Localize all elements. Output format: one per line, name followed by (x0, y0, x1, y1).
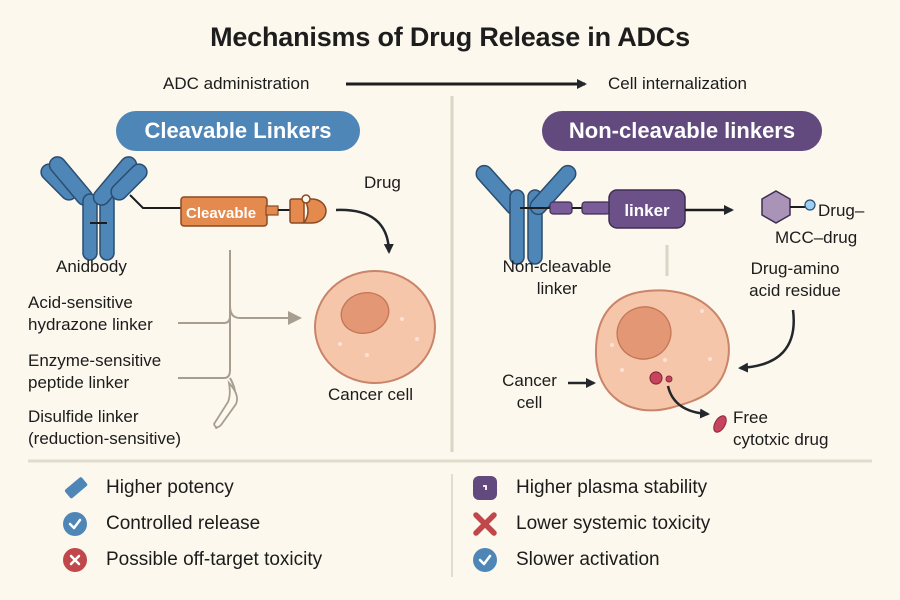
flow-start-label: ADC administration (163, 74, 310, 93)
legend-label: Higher potency (106, 477, 234, 498)
noncleavable-antibody-label: Non-cleavable linker (502, 257, 612, 298)
legend-label: Slower activation (516, 549, 660, 570)
legend-label: Higher plasma stability (516, 477, 708, 498)
noncleavable-heading: Non-cleavable linkers (542, 111, 822, 151)
drug-to-cell-arrow (335, 208, 394, 254)
linker-type-acid: Acid-sensitive hydrazone linker (28, 293, 153, 334)
legend-label: Controlled release (106, 513, 261, 534)
check-circle-icon (62, 511, 88, 537)
drug-release-arrow (666, 385, 710, 419)
cancer-cell-left (314, 270, 436, 384)
flow-end-label: Cell internalization (608, 74, 747, 93)
cancer-cell-right (594, 289, 730, 412)
antibody-icon-right (475, 164, 577, 265)
disulfide-bond-icon (213, 380, 238, 429)
linker-segment-2 (581, 201, 611, 215)
product-label-drug: Drug– (818, 201, 865, 220)
linker-types-bracket (178, 250, 302, 429)
noncleavable-linker-label: linker (624, 201, 670, 220)
legend-item-slower-activation: Slower activation (472, 547, 660, 573)
free-drug-label: Free cytotxic drug (733, 408, 829, 449)
linker-type-disulfide: Disulfide linker (reduction-sensitive) (28, 407, 182, 448)
linker-type-enzyme: Enzyme-sensitive peptide linker (28, 351, 162, 392)
tag-icon (62, 475, 88, 501)
residue-label: Drug-amino acid residue (749, 259, 841, 300)
legend-item-plasma-stability: Higher plasma stability (472, 475, 707, 501)
x-mark-icon (472, 511, 498, 537)
legend-item-controlled-release: Controlled release (62, 511, 260, 537)
check-circle-icon (472, 547, 498, 573)
legend-item-higher-potency: Higher potency (62, 475, 234, 501)
legend-label: Possible off-target toxicity (106, 549, 323, 570)
residue-to-cell-arrow (738, 309, 795, 373)
mcc-drug-hexagon-icon (761, 190, 791, 224)
product-label-mcc: MCC–drug (775, 228, 858, 247)
legend-item-off-target-toxicity: Possible off-target toxicity (62, 547, 322, 573)
linker-segment-1 (549, 201, 573, 215)
free-drug-icon (713, 415, 727, 433)
drug-payload-icon (289, 194, 327, 224)
internalized-drug-icon (649, 371, 663, 385)
drug-molecule-icon (804, 199, 816, 211)
legend-label: Lower systemic toxicity (516, 513, 711, 534)
square-badge-icon (472, 475, 498, 501)
cleavable-linker-label: Cleavable (186, 205, 256, 222)
page-title: Mechanisms of Drug Release in ADCs (210, 22, 690, 52)
x-circle-icon (62, 547, 88, 573)
drug-label: Drug (364, 173, 401, 192)
antibody-label: Anidbody (56, 257, 127, 276)
antibody-linker-line (129, 194, 181, 209)
antibody-icon (40, 156, 148, 261)
cleavable-heading: Cleavable Linkers (116, 111, 360, 151)
cancer-cell-label-left: Cancer cell (328, 385, 414, 404)
cancer-cell-label-right: Cancer cell (502, 371, 557, 412)
legend-item-systemic-toxicity: Lower systemic toxicity (472, 511, 710, 537)
